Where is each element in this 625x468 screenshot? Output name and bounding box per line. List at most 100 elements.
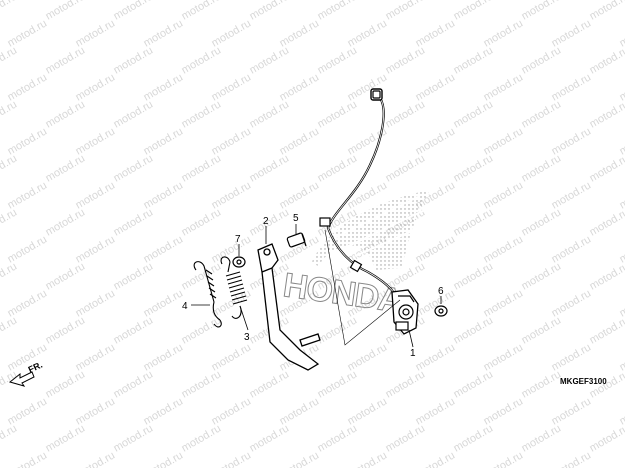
watermark-text: motod.ru xyxy=(180,44,224,76)
watermark-text: motod.ru xyxy=(588,206,625,238)
watermark-text: motod.ru xyxy=(346,449,390,468)
watermark-text: motod.ru xyxy=(112,0,156,23)
callout-1: 1 xyxy=(410,348,416,359)
watermark-text: motod.ru xyxy=(316,422,360,454)
watermark-text: motod.ru xyxy=(588,98,625,130)
watermark-text: motod.ru xyxy=(44,98,88,130)
watermark-text: motod.ru xyxy=(142,449,186,468)
watermark-text: motod.ru xyxy=(452,44,496,76)
watermark-text: motod.ru xyxy=(248,422,292,454)
watermark-text: motod.ru xyxy=(278,449,322,468)
watermark-text: motod.ru xyxy=(618,449,625,468)
lock-nut xyxy=(232,256,246,268)
watermark-text: motod.ru xyxy=(482,449,526,468)
watermark-text: motod.ru xyxy=(0,152,19,184)
watermark-text: motod.ru xyxy=(112,206,156,238)
watermark-text: motod.ru xyxy=(520,368,564,400)
watermark-text: motod.ru xyxy=(44,206,88,238)
watermark-text: motod.ru xyxy=(452,98,496,130)
watermark-text: motod.ru xyxy=(0,314,19,346)
watermark-text: motod.ru xyxy=(180,206,224,238)
watermark-text: motod.ru xyxy=(452,260,496,292)
watermark-text: motod.ru xyxy=(520,152,564,184)
callout-5: 5 xyxy=(293,213,299,224)
watermark-text: motod.ru xyxy=(384,422,428,454)
watermark-text: motod.ru xyxy=(384,152,428,184)
watermark-text: motod.ru xyxy=(44,368,88,400)
watermark-text: motod.ru xyxy=(0,206,19,238)
watermark-text: motod.ru xyxy=(44,314,88,346)
watermark-text: motod.ru xyxy=(316,152,360,184)
watermark-text: motod.ru xyxy=(384,0,428,23)
watermark-text: motod.ru xyxy=(316,98,360,130)
watermark-text: motod.ru xyxy=(520,98,564,130)
side-stand-switch-assembly xyxy=(319,88,419,346)
watermark-text: motod.ru xyxy=(0,44,19,76)
watermark-text: motod.ru xyxy=(0,368,19,400)
watermark-text: motod.ru xyxy=(248,368,292,400)
watermark-text: motod.ru xyxy=(316,368,360,400)
callout-3: 3 xyxy=(244,332,250,343)
watermark-text: motod.ru xyxy=(44,44,88,76)
watermark-text: motod.ru xyxy=(112,314,156,346)
watermark-text: motod.ru xyxy=(452,422,496,454)
front-arrow-icon xyxy=(8,371,35,387)
watermark-text: motod.ru xyxy=(0,98,19,130)
watermark-text: motod.ru xyxy=(588,0,625,23)
watermark-text: motod.ru xyxy=(414,449,458,468)
watermark-text: motod.ru xyxy=(0,422,19,454)
watermark-text: motod.ru xyxy=(520,314,564,346)
watermark-text: motod.ru xyxy=(248,0,292,23)
watermark-text: motod.ru xyxy=(112,44,156,76)
watermark-text: motod.ru xyxy=(248,98,292,130)
callout-4: 4 xyxy=(182,301,188,312)
watermark-text: motod.ru xyxy=(44,422,88,454)
watermark-text: motod.ru xyxy=(180,98,224,130)
diagram-code: MKGEF3100 xyxy=(560,377,607,386)
watermark-text: motod.ru xyxy=(316,0,360,23)
watermark-text: motod.ru xyxy=(180,260,224,292)
watermark-text: motod.ru xyxy=(44,0,88,23)
watermark-text: motod.ru xyxy=(248,152,292,184)
watermark-text: motod.ru xyxy=(452,368,496,400)
switch-bolt xyxy=(434,305,448,317)
watermark-text: motod.ru xyxy=(248,44,292,76)
watermark-text: motod.ru xyxy=(0,0,19,23)
side-stand xyxy=(257,243,321,371)
watermark-text: motod.ru xyxy=(44,152,88,184)
inner-spring xyxy=(220,256,248,319)
watermark-text: motod.ru xyxy=(112,260,156,292)
watermark-text: motod.ru xyxy=(112,152,156,184)
watermark-text: motod.ru xyxy=(180,368,224,400)
watermark-text: motod.ru xyxy=(112,422,156,454)
watermark-text: motod.ru xyxy=(452,314,496,346)
watermark-text: motod.ru xyxy=(588,422,625,454)
watermark-text: motod.ru xyxy=(74,449,118,468)
watermark-text: motod.ru xyxy=(316,314,360,346)
outer-spring xyxy=(193,261,222,328)
callout-6: 6 xyxy=(438,286,444,297)
watermark-text: motod.ru xyxy=(180,152,224,184)
watermark-text: motod.ru xyxy=(112,98,156,130)
watermark-text: motod.ru xyxy=(6,449,50,468)
watermark-text: motod.ru xyxy=(520,206,564,238)
watermark-text: motod.ru xyxy=(384,98,428,130)
watermark-text: motod.ru xyxy=(520,422,564,454)
watermark-text: motod.ru xyxy=(384,44,428,76)
watermark-text: motod.ru xyxy=(520,44,564,76)
callout-7: 7 xyxy=(235,234,241,245)
watermark-text: motod.ru xyxy=(112,368,156,400)
watermark-text: motod.ru xyxy=(210,449,254,468)
watermark-text: motod.ru xyxy=(180,422,224,454)
callout-labels: 1 2 3 4 5 6 7 xyxy=(182,213,444,359)
watermark-text: motod.ru xyxy=(588,152,625,184)
watermark-text: motod.ru xyxy=(588,314,625,346)
pivot-bolt xyxy=(286,232,307,248)
watermark-text: motod.ru xyxy=(384,368,428,400)
watermark-text: motod.ru xyxy=(316,44,360,76)
watermark-text: motod.ru xyxy=(248,206,292,238)
watermark-text: motod.ru xyxy=(588,260,625,292)
